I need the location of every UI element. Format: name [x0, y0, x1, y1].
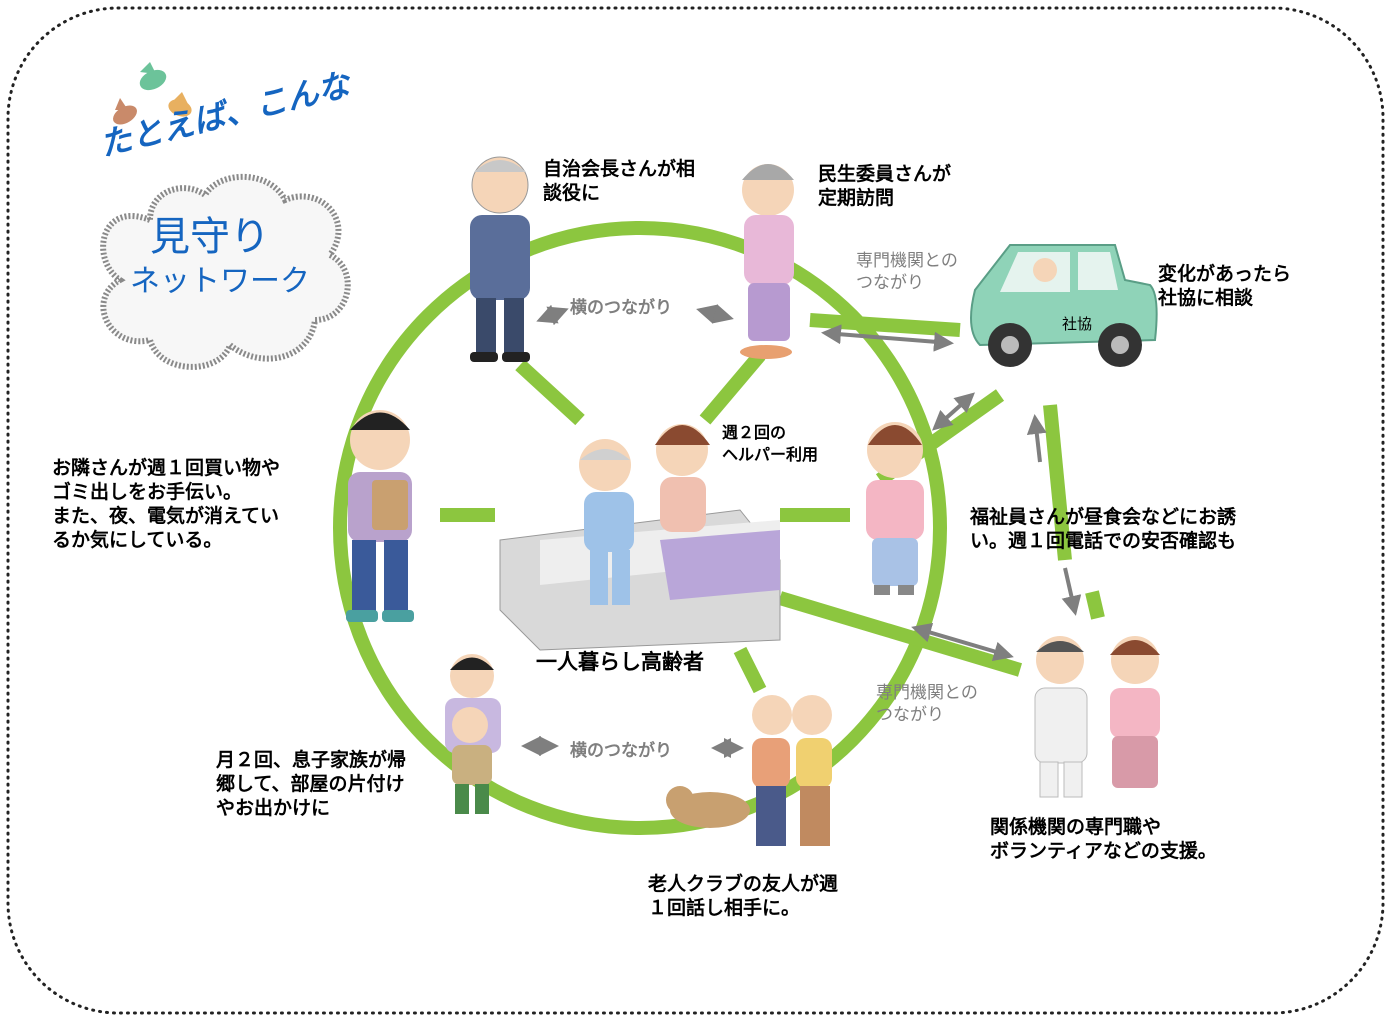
title-cloud — [100, 173, 351, 370]
professionals-figure — [1034, 636, 1160, 798]
consult-label: 変化があったら 社協に相談 — [1158, 263, 1292, 309]
horizontal-link-top-label: 横のつながり — [570, 298, 672, 318]
birds-icon — [113, 62, 192, 125]
welfare-member-label: 福祉員さんが昼食会などにお誘 い。週１回電話での安否確認も — [970, 506, 1237, 552]
car-icon — [970, 244, 1158, 367]
chairman-label: 自治会長さんが相 談役に — [543, 158, 696, 204]
expert-link-bottom-label: 専門機関との つながり — [876, 683, 978, 725]
green-spokes — [440, 313, 1105, 694]
horizontal-link-bottom-label: 横のつながり — [570, 741, 672, 761]
green-ring — [333, 221, 947, 835]
gray-arrows — [521, 304, 1014, 758]
title-line2: 見守り — [150, 214, 270, 260]
chairman-figure — [470, 156, 530, 362]
welfare-commissioner-label: 民生委員さんが 定期訪問 — [818, 163, 952, 209]
professionals-label: 関係機関の専門職や ボランティアなどの支援。 — [990, 816, 1217, 862]
old-club-figure — [666, 695, 832, 846]
title-line3: ネットワーク — [130, 264, 310, 299]
old-club-label: 老人クラブの友人が週 １回話し相手に。 — [648, 873, 839, 919]
car-text: 社協 — [1062, 315, 1093, 333]
center-helper-note: 週２回の ヘルパー利用 — [722, 423, 819, 464]
expert-link-top-label: 専門機関との つながり — [856, 251, 958, 293]
welfare-member-figure — [866, 422, 924, 595]
dotted-frame — [6, 6, 1385, 1015]
welfare-commissioner-figure — [740, 164, 794, 359]
neighbor-label: お隣さんが週１回買い物や ゴミ出しをお手伝い。 また、夜、電気が消えてい るか気… — [52, 457, 281, 551]
son-family-label: 月２回、息子家族が帰 郷して、部屋の片付け やお出かけに — [216, 749, 407, 819]
bed-scene — [499, 424, 781, 651]
son-family-figure — [445, 654, 501, 814]
center-label: 一人暮らし高齢者 — [536, 650, 704, 674]
neighbor-figure — [346, 410, 414, 622]
